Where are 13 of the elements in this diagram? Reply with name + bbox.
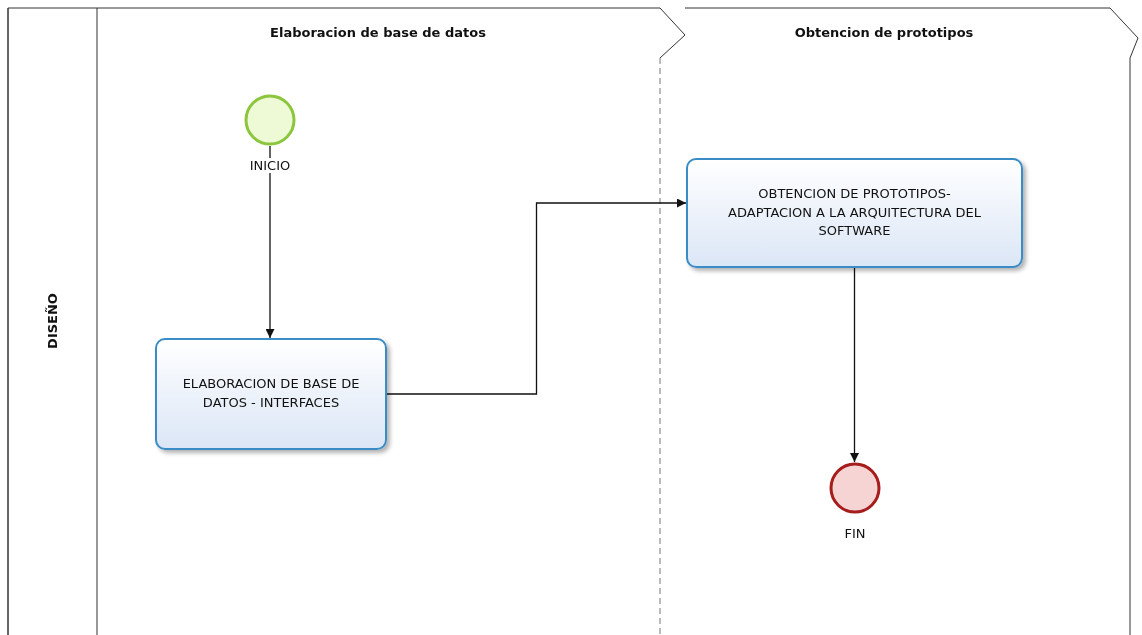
phase-band [97, 8, 685, 635]
arrow [850, 267, 859, 463]
phase-heading: Elaboracion de base de datos [270, 24, 486, 40]
start-event-circle [244, 94, 296, 146]
phase-heading: Obtencion de prototipos [794, 24, 974, 40]
swimlane [8, 8, 1138, 635]
end-event-circle [829, 462, 881, 514]
arrow [386, 198, 687, 395]
task-box: ELABORACION DE BASE DE DATOS - INTERFACES [155, 338, 387, 450]
event-label: FIN [842, 526, 868, 541]
arrow [265, 145, 275, 339]
lane-label: DISEÑO [44, 293, 60, 349]
task-box: OBTENCION DE PROTOTIPOS- ADAPTACION A LA ARQUITECTURA DEL SOFTWARE [686, 158, 1023, 268]
